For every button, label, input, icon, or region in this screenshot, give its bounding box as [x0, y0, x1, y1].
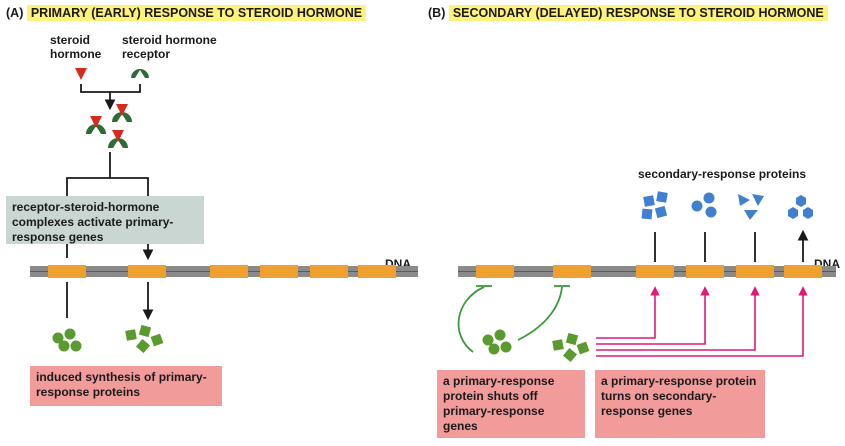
receptor-icon [131, 69, 149, 78]
secondary-gene-3 [736, 265, 774, 278]
primary-protein-squares-b-icon [552, 332, 590, 363]
activation-lines [596, 286, 808, 357]
shutoff-box: a primary-response protein shuts off pri… [437, 370, 585, 438]
secondary-gene-4 [784, 265, 822, 278]
primary-gene-2 [128, 265, 166, 278]
primary-gene-b2 [553, 265, 591, 278]
panel-a-header: (A) PRIMARY (EARLY) RESPONSE TO STEROID … [6, 5, 367, 21]
gene-activation-arrows [66, 244, 148, 258]
receptor-hormone-complex-icon [86, 116, 106, 134]
secondary-protein-circles-icon [691, 192, 717, 218]
dna-strand-b [458, 265, 836, 278]
secondary-synthesis-arrows [654, 232, 803, 262]
secondary-response-proteins-label: secondary-response proteins [638, 167, 807, 181]
repression-arrows [457, 285, 570, 353]
primary-gene-1 [48, 265, 86, 278]
gene-6 [358, 265, 396, 278]
primary-protein-circles-b-icon [482, 329, 512, 355]
steroid-hormone-receptor-label: steroid hormone receptor [122, 33, 217, 61]
activation-box: receptor-steroid-hormone complexes activ… [6, 196, 204, 244]
primary-gene-b1 [476, 265, 514, 278]
hormone-triangle-icon [75, 68, 87, 80]
panel-a-letter: (A) [6, 6, 24, 20]
activation-connector [66, 152, 149, 196]
synthesis-arrows [66, 282, 148, 318]
receptor-hormone-complex-icon [108, 130, 128, 148]
steroid-hormone-label: steroid hormone [50, 33, 102, 61]
secondary-protein-triangles-icon [738, 194, 764, 220]
turnon-box: a primary-response protein turns on seco… [595, 370, 765, 438]
binding-connector [80, 84, 141, 108]
secondary-gene-2 [686, 265, 724, 278]
receptor-hormone-complex-icon [112, 104, 132, 122]
secondary-gene-1 [636, 265, 674, 278]
panel-b-letter: (B) [428, 6, 446, 20]
secondary-protein-hexagons-icon [788, 195, 813, 219]
panel-a-title: PRIMARY (EARLY) RESPONSE TO STEROID HORM… [26, 5, 367, 21]
secondary-protein-squares-icon [641, 191, 668, 220]
primary-protein-squares-icon [125, 324, 164, 354]
gene-3 [210, 265, 248, 278]
induced-synthesis-box: induced synthesis of primary-response pr… [30, 366, 222, 406]
gene-5 [310, 265, 348, 278]
primary-protein-circles-icon [52, 328, 82, 352]
panel-b-header: (B) SECONDARY (DELAYED) RESPONSE TO STER… [428, 5, 828, 21]
gene-4 [260, 265, 298, 278]
dna-strand-a [30, 265, 418, 278]
panel-b-title: SECONDARY (DELAYED) RESPONSE TO STEROID … [448, 5, 828, 21]
